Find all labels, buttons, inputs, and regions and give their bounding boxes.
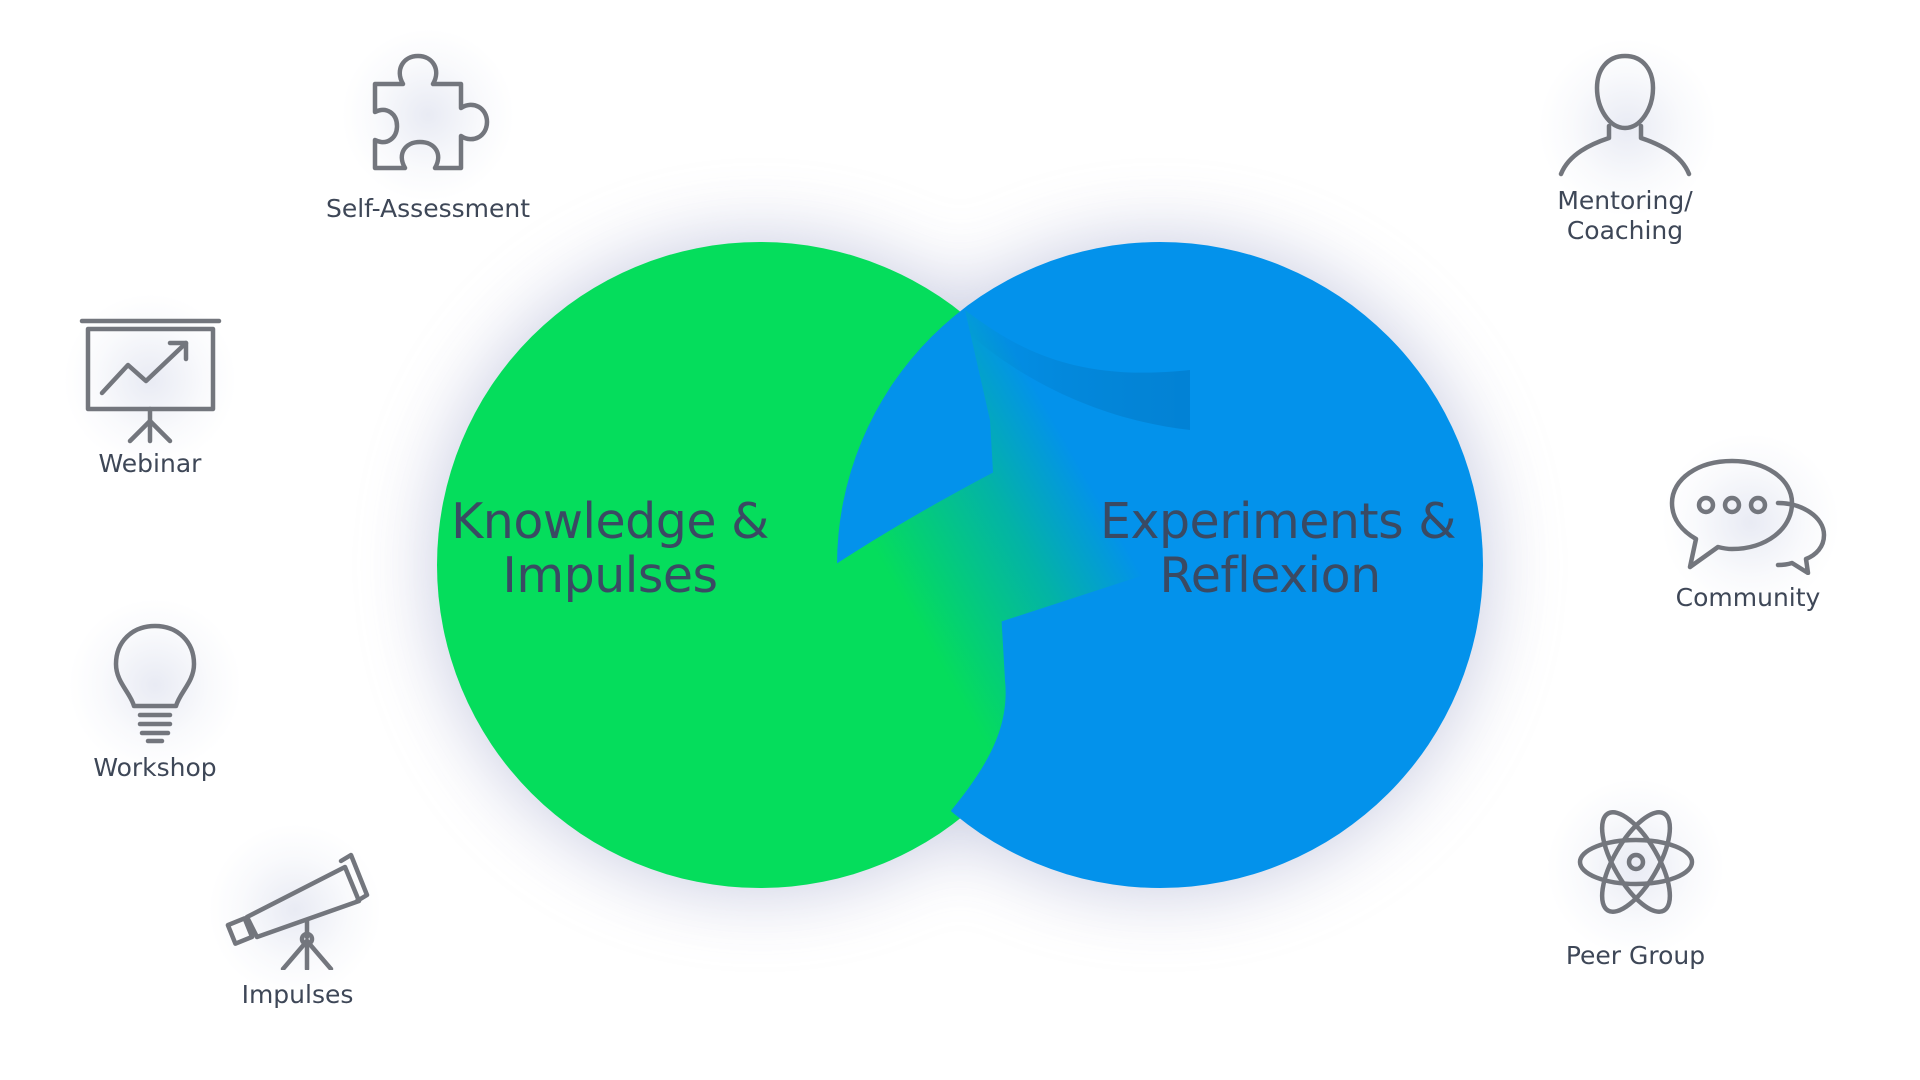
mentoring-label-line2: Coaching [1566, 216, 1684, 245]
knowledge-title-line2: Impulses [502, 547, 718, 604]
community-label: Community [1675, 583, 1821, 612]
workshop-label: Workshop [93, 753, 217, 782]
chat-bubbles-icon [1669, 458, 1826, 575]
self-assessment-label: Self-Assessment [325, 194, 531, 223]
knowledge-title-line1: Knowledge & [451, 493, 769, 550]
workshop-item[interactable]: Workshop [70, 600, 240, 783]
telescope-icon [225, 852, 370, 970]
person-icon [1558, 53, 1692, 177]
peer-group-item[interactable]: Peer Group [1548, 780, 1723, 971]
community-item[interactable]: Community [1658, 435, 1838, 613]
knowledge-impulses-title: Knowledge & Impulses [445, 495, 775, 603]
atom-icon [1577, 810, 1694, 914]
impulses-label: Impulses [241, 980, 354, 1009]
impulses-item[interactable]: Impulses [210, 825, 385, 1010]
presentation-chart-icon [79, 318, 221, 444]
lightbulb-icon [113, 623, 197, 744]
mentoring-label-line1: Mentoring/ [1557, 186, 1693, 215]
self-assessment-item[interactable]: Self-Assessment [318, 30, 538, 224]
mentoring-coaching-label: Mentoring/ Coaching [1557, 186, 1692, 246]
experiments-title-line2: Reflexion [1159, 547, 1381, 604]
experiments-title-line1: Experiments & [1100, 493, 1456, 550]
puzzle-piece-icon [372, 53, 490, 171]
webinar-item[interactable]: Webinar [60, 295, 240, 479]
mentoring-coaching-item[interactable]: Mentoring/ Coaching [1535, 40, 1715, 246]
webinar-label: Webinar [98, 449, 202, 478]
peer-group-label: Peer Group [1565, 941, 1706, 970]
experiments-reflexion-title: Experiments & Reflexion [1100, 493, 1456, 604]
